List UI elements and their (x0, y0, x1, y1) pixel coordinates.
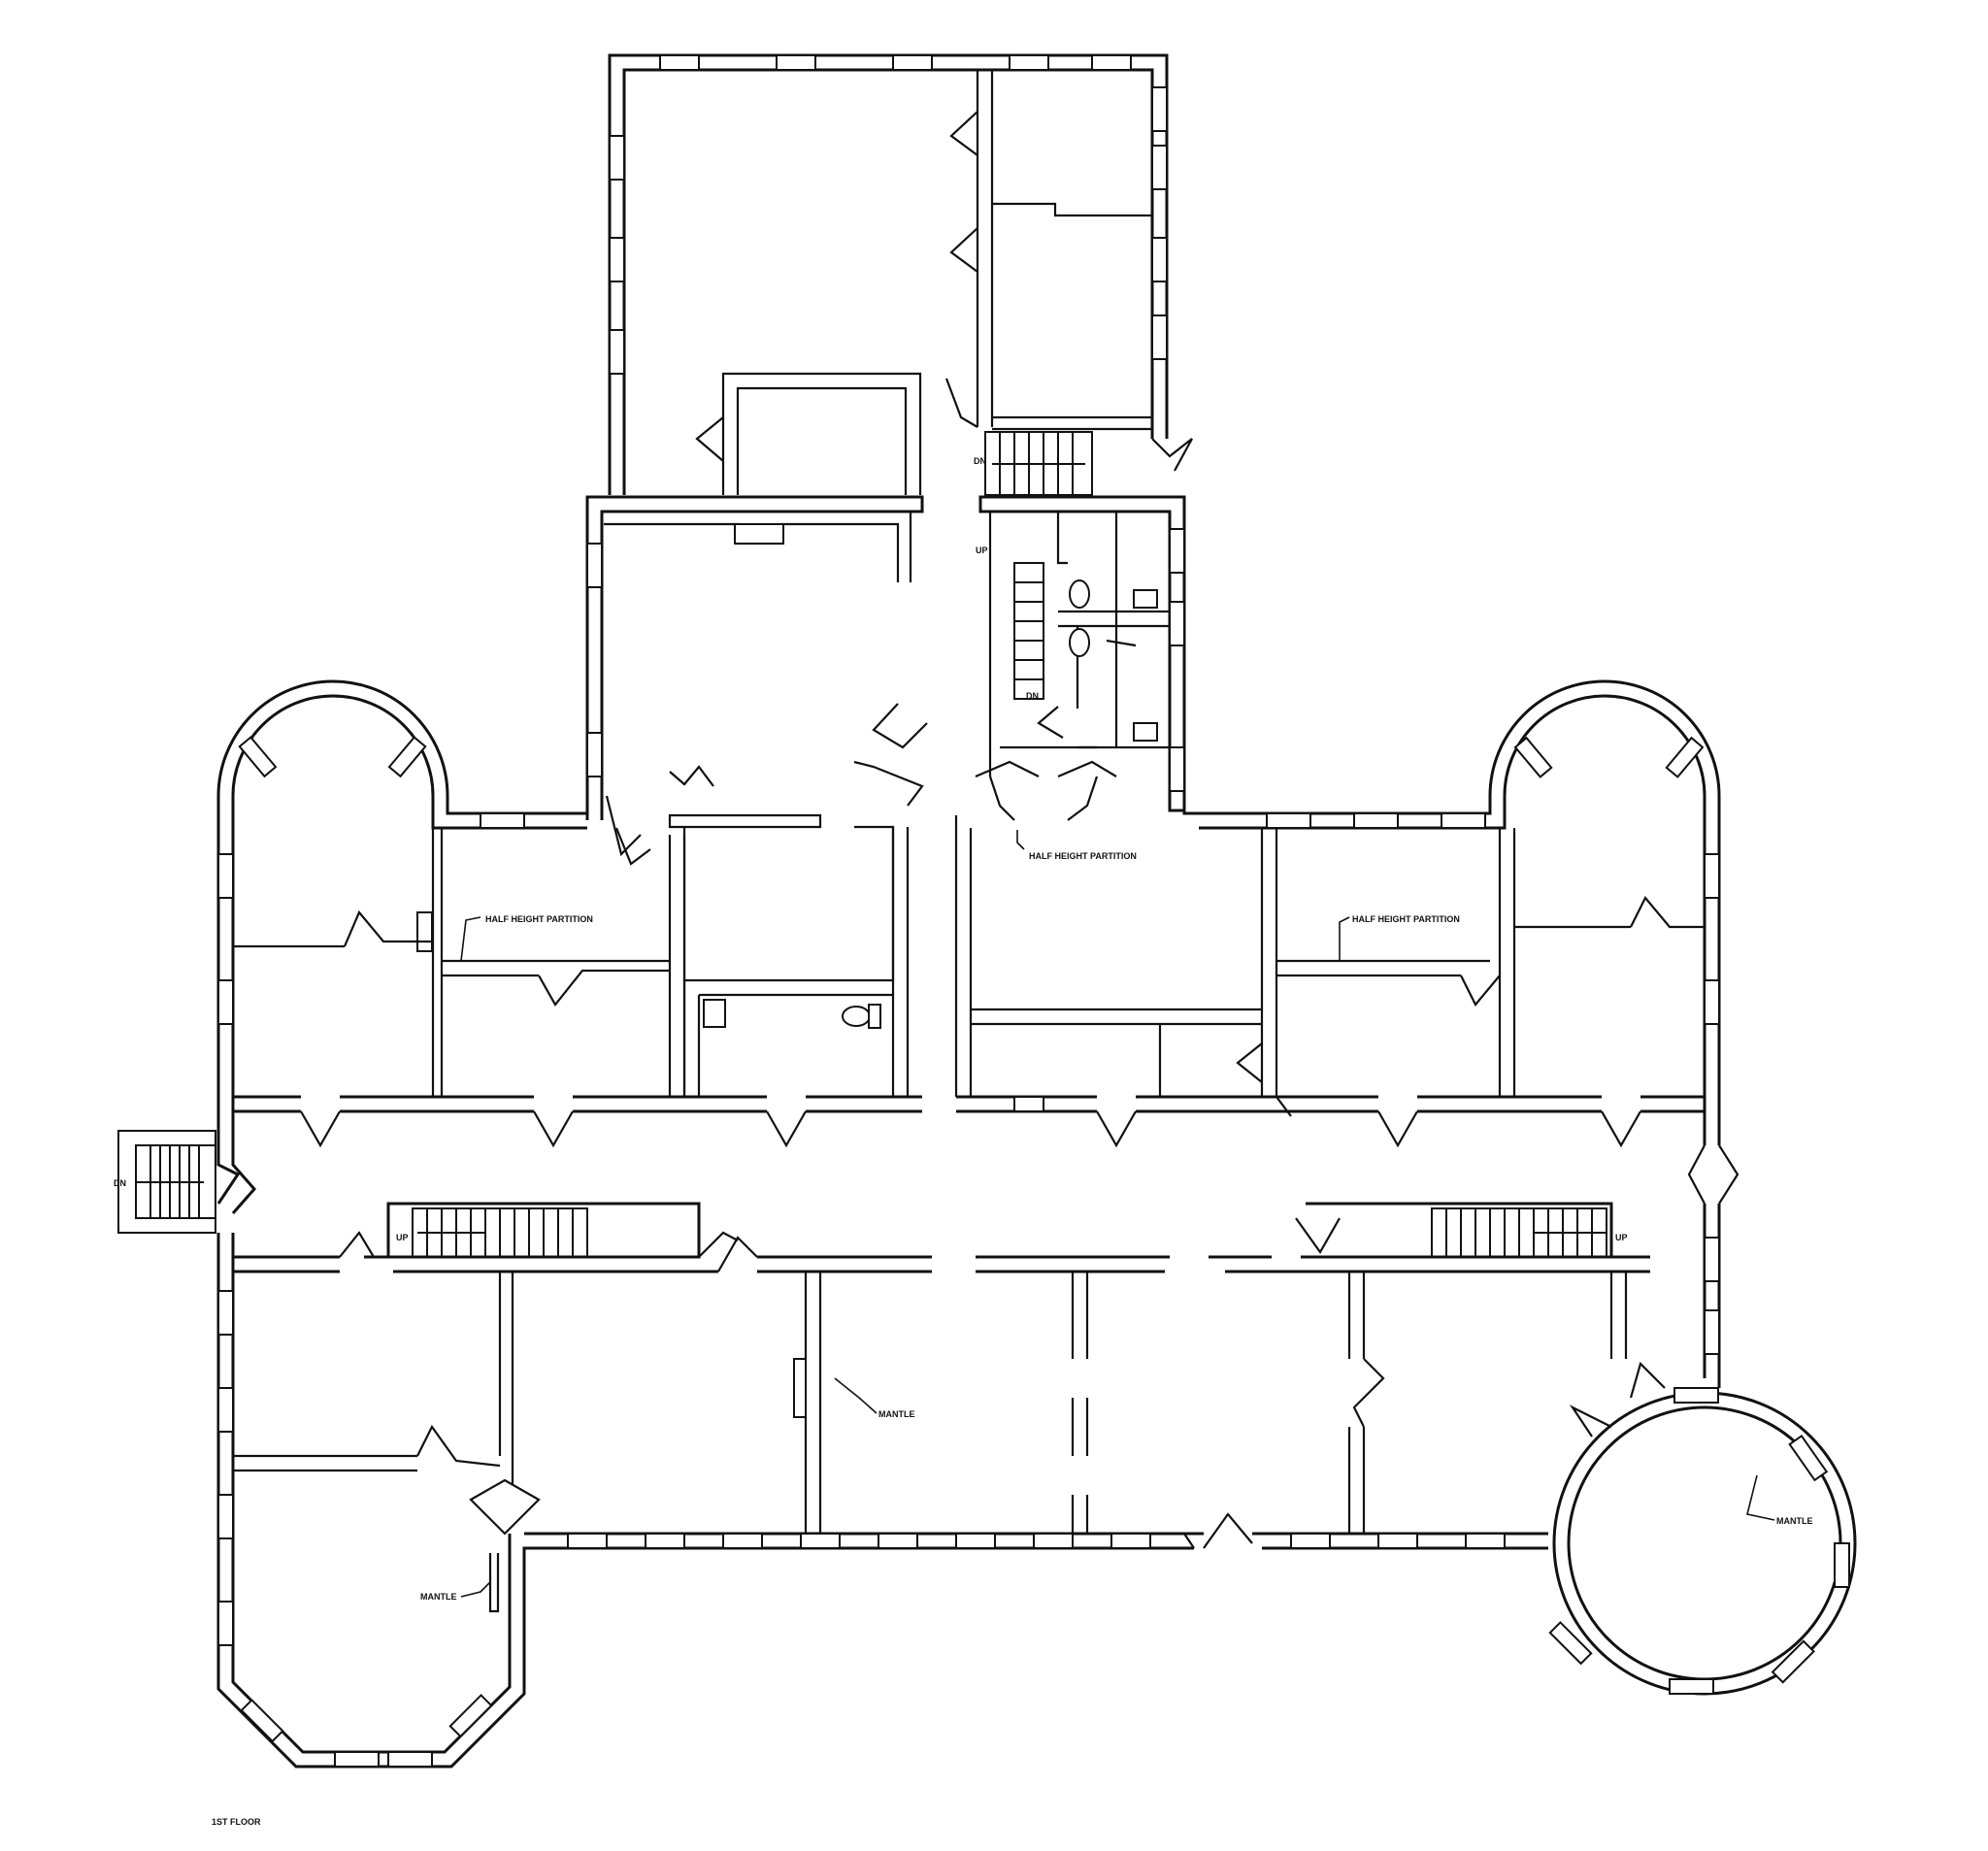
corridor-north-wall (233, 1095, 1705, 1148)
west-corridor-stair-up-label: UP (396, 1233, 409, 1242)
north-wing (608, 53, 1193, 495)
bath-core: UP DN (975, 512, 1170, 821)
east-corridor-stair-up-label: UP (1615, 1233, 1628, 1242)
half-height-partition-label-east: HALF HEIGHT PARTITION (1352, 914, 1460, 924)
west-entry-stair: DN (114, 1130, 256, 1234)
central-block (585, 495, 1186, 857)
north-stair: DN (974, 431, 1093, 496)
west-upper-wing: HALF HEIGHT PARTITION (216, 679, 686, 1145)
half-height-partition-label-west: HALF HEIGHT PARTITION (485, 914, 593, 924)
entry-stair-dn-label: DN (114, 1178, 126, 1188)
round-tower: MANTLE (1548, 1204, 1857, 1696)
stair-dn-label: DN (974, 456, 986, 466)
mantle-label-west: MANTLE (420, 1592, 457, 1602)
core-stair-dn-label: DN (1026, 691, 1039, 701)
core-stair-up-label: UP (976, 545, 988, 555)
east-upper-wing: HALF HEIGHT PARTITION HALF HEIGHT PARTIT… (954, 679, 1721, 1145)
mantle-label-tower: MANTLE (1776, 1516, 1813, 1526)
half-height-partition-label-center: HALF HEIGHT PARTITION (1029, 851, 1137, 861)
west-center-rooms (668, 760, 924, 1097)
north-wing-windows (609, 54, 1168, 375)
south-wall: MANTLE (524, 1272, 1628, 1550)
west-lower-wing: MANTLE (216, 1233, 541, 1768)
floor-label: 1ST FLOOR (212, 1817, 261, 1827)
mantle-label-center: MANTLE (878, 1409, 915, 1419)
toilet-fixtures (1069, 579, 1158, 742)
corridor-south-wall: UP UP (233, 1144, 1740, 1273)
